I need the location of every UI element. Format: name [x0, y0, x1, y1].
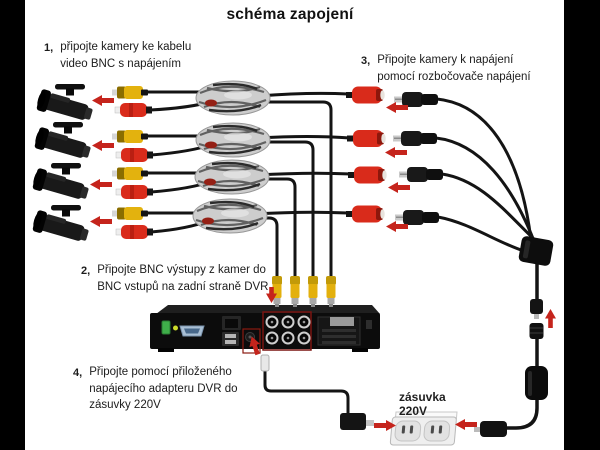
power-lead [253, 210, 350, 216]
outlet-socket [394, 420, 422, 442]
power-jack-highlight-box [242, 328, 261, 354]
bnc-plug-down-icon [308, 276, 318, 307]
dvr-power-connector [260, 354, 270, 372]
power-plug-red-icon [115, 147, 154, 163]
step-3-label: 3, Připojte kamery k napájení pomocí roz… [361, 52, 531, 85]
indicator-dot [173, 325, 178, 331]
bnc-plug-down-icon [326, 276, 336, 307]
wall-outlet [389, 411, 458, 446]
splitter-lead [434, 136, 536, 243]
bnc-lead [258, 140, 315, 279]
outlet-socket [423, 420, 451, 442]
bnc-video-plug-icon [112, 167, 148, 180]
power-lead [255, 171, 353, 177]
right-angle-plug-icon [340, 413, 374, 430]
bnc-plug-down-icon [290, 276, 300, 307]
dvr-power-cable [263, 369, 350, 416]
arrow-left-icon [90, 179, 112, 190]
bnc-video-plug-icon [112, 207, 148, 220]
arrow-left-icon [90, 216, 112, 227]
arrow-left-icon [385, 147, 407, 158]
letterbox-left [0, 0, 25, 450]
dc-plug-icon [395, 210, 439, 225]
dvr-top [156, 305, 380, 314]
camera-icon [31, 163, 91, 204]
camera-icon [31, 205, 91, 246]
splitter-lead [436, 215, 526, 253]
bnc-video-plug-icon [112, 86, 148, 99]
dvr-foot [158, 348, 174, 352]
dvr-device [150, 305, 380, 354]
page-title: schéma zapojení [226, 6, 354, 23]
outlet-label-line-1: zásuvka [399, 390, 446, 404]
splitter-wall-plug-icon [474, 421, 507, 437]
dvr-foot [352, 348, 368, 352]
power-adapter-brick [525, 366, 548, 400]
arrow-left-icon [92, 140, 114, 151]
letterbox-right [564, 0, 600, 450]
power-receptacle-red-icon [347, 130, 386, 147]
power-receptacle-red-icon [346, 86, 385, 104]
step-1-number: 1, [44, 42, 54, 54]
bnc-inputs [262, 311, 312, 351]
cable-bundle-icon [193, 158, 271, 196]
power-lead [256, 91, 350, 98]
step-2-label: 2, Připojte BNC výstupy z kamer do BNC v… [81, 262, 269, 295]
power-plug-red-icon [114, 102, 153, 118]
outlet-label-line-2: 220V [399, 403, 428, 418]
cable-bundle-icon [191, 197, 269, 235]
step-3-line-1: Připojte kamery k napájení [377, 54, 514, 66]
vent-grille [317, 316, 361, 346]
step-4-line-2: napájecího adapteru DVR do [89, 382, 238, 395]
arrow-up-icon [545, 309, 556, 328]
power-plug-red-icon [115, 184, 154, 200]
arrow-left-icon [388, 182, 410, 193]
cable-bundle-icon [194, 121, 272, 159]
outlet-label: zásuvka 220V [399, 390, 446, 418]
power-receptacle-red-icon [348, 166, 387, 184]
power-receptacle-red-icon [346, 205, 385, 223]
step-2-line-1: Připojte BNC výstupy z kamer do [97, 264, 266, 276]
dc-plug-icon [393, 131, 437, 146]
step-1-line-2: video BNC s napájením [60, 57, 181, 70]
step-2-line-2: BNC vstupů na zadní straně DVR [97, 280, 269, 293]
splitter-junction [518, 236, 554, 266]
adapter-plug-cable [505, 398, 539, 430]
step-1-line-1: připojte kamery ke kabelu [60, 41, 192, 53]
audio-connector [161, 320, 171, 335]
step-4-number: 4, [73, 367, 83, 379]
camera-icon [35, 84, 95, 125]
bnc-lead [257, 177, 297, 279]
power-switch [366, 320, 372, 329]
step-4-line-1: Připojte pomocí přiloženého [89, 366, 232, 378]
cable-bundle-icon [194, 79, 272, 117]
arrow-left-icon [92, 95, 114, 106]
inline-dc-connector [529, 299, 544, 339]
vga-port [179, 325, 205, 337]
bnc-lead [258, 100, 333, 279]
step-1-label: 1, připojte kamery ke kabelu video BNC s… [44, 39, 191, 72]
dc-plug-icon [399, 167, 443, 182]
ethernet-port [222, 316, 241, 330]
usb-ports [222, 332, 239, 346]
splitter-lead [440, 172, 539, 244]
arrow-left-icon [455, 419, 477, 430]
bnc-video-plug-icon [112, 130, 148, 143]
power-plug-red-icon [115, 224, 154, 240]
step-4-line-3: zásuvky 220V [89, 399, 161, 411]
dc-plug-icon [394, 92, 438, 107]
step-2-number: 2, [81, 265, 91, 277]
step-4-label: 4, Připojte pomocí přiloženého napájecíh… [73, 364, 238, 414]
power-jack-pin [248, 335, 252, 339]
bnc-lead [255, 216, 279, 279]
camera-icon [33, 122, 93, 163]
power-lead [256, 135, 352, 140]
step-3-number: 3, [361, 55, 371, 67]
splitter-lead [435, 97, 533, 242]
step-3-line-2: pomocí rozbočovače napájení [377, 70, 531, 83]
